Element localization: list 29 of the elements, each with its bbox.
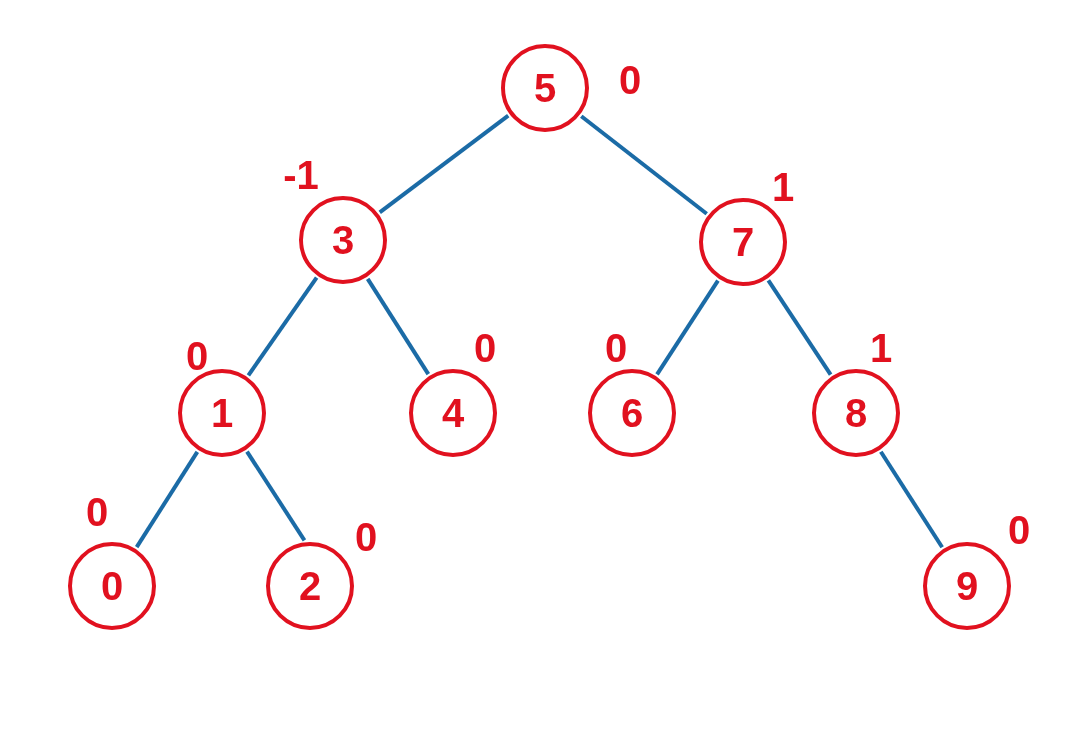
- balance-factor: -1: [283, 155, 319, 195]
- node-value: 9: [955, 566, 979, 606]
- tree-edge: [246, 276, 319, 377]
- node-value: 1: [210, 393, 234, 433]
- balance-factor: 0: [354, 517, 378, 557]
- node-value: 7: [731, 222, 755, 262]
- tree-edge: [366, 277, 430, 376]
- node-value: 5: [533, 68, 557, 108]
- balance-factor: 1: [869, 328, 893, 368]
- tree-edge: [879, 450, 944, 549]
- balance-factor: 0: [604, 328, 628, 368]
- tree-edge: [766, 279, 833, 376]
- node-value: 3: [331, 220, 355, 260]
- balance-factor: 0: [473, 328, 497, 368]
- balance-factor: 0: [185, 336, 209, 376]
- node-value: 0: [100, 566, 124, 606]
- tree-edge: [245, 450, 307, 542]
- node-value: 6: [620, 393, 644, 433]
- node-value: 8: [844, 393, 868, 433]
- tree-edge: [378, 114, 510, 214]
- tree-edge: [135, 450, 199, 549]
- node-value: 2: [298, 566, 322, 606]
- node-value: 4: [441, 393, 465, 433]
- balance-factor: 1: [771, 167, 795, 207]
- balance-factor: 0: [618, 60, 642, 100]
- tree-edge: [580, 114, 708, 216]
- balance-factor: 0: [1007, 510, 1031, 550]
- balance-factor: 0: [85, 492, 109, 532]
- tree-edge: [655, 279, 720, 376]
